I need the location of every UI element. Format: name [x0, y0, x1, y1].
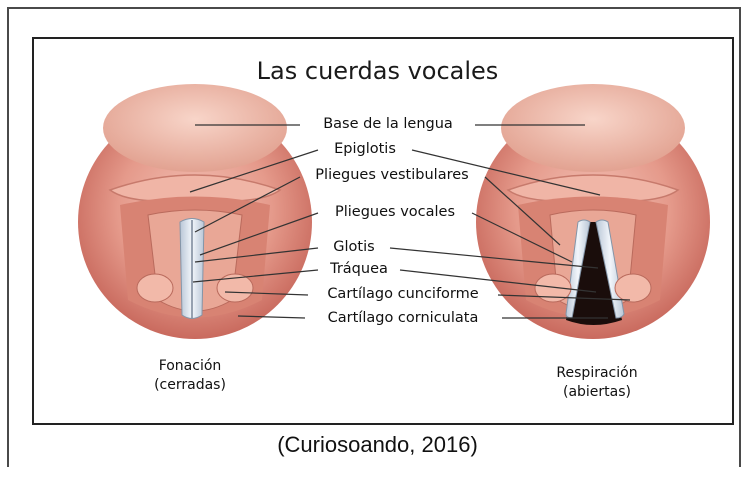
left-view-line1: Fonación [154, 357, 226, 376]
label-traquea: Tráquea [328, 261, 390, 277]
label-epiglotis: Epiglotis [332, 141, 398, 157]
left-larynx-illustration [78, 84, 312, 339]
left-view-line2: (cerradas) [154, 376, 226, 395]
right-larynx-illustration [476, 84, 710, 339]
right-view-line2: (abiertas) [556, 383, 637, 402]
right-view-line1: Respiración [556, 364, 637, 383]
left-view-caption: Fonación (cerradas) [154, 357, 226, 395]
label-base-de-la-lengua: Base de la lengua [321, 116, 455, 132]
label-pliegues-vocales: Pliegues vocales [333, 204, 457, 220]
label-pliegues-vestibulares: Pliegues vestibulares [313, 167, 470, 183]
figure-title: Las cuerdas vocales [0, 57, 755, 85]
source-caption: (Curiosoando, 2016) [0, 432, 755, 458]
label-cartilago-corniculata: Cartílago corniculata [326, 310, 481, 326]
label-glotis: Glotis [331, 239, 376, 255]
label-cartilago-cunciforme: Cartílago cunciforme [325, 286, 480, 302]
right-view-caption: Respiración (abiertas) [556, 364, 637, 402]
